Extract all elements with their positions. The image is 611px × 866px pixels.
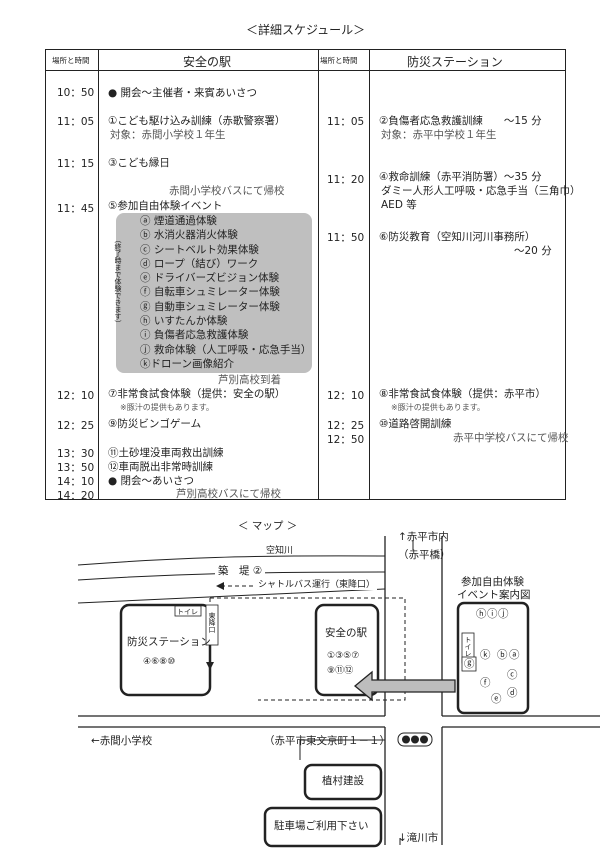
list-item: ⓔ ドライバーズビジョン体験 (140, 272, 280, 285)
list-item: ⓘ 負傷者応急救護体験 (140, 329, 249, 342)
list-item: ⓓ ロープ（結び）ワーク (140, 257, 259, 270)
station-bousai-title: 防災ステーション (127, 636, 211, 648)
station-anzen-title: 安全の駅 (325, 627, 367, 639)
event-sub: 対象：赤平中学校１年生 (381, 129, 497, 141)
north-direction: ↑赤平市内 (398, 531, 449, 543)
event-letter: ⓗ (476, 608, 487, 620)
station-anzen-numbers: ⑨⑪⑫ (327, 666, 354, 676)
header-venue-right: 防災ステーション (407, 55, 503, 69)
time: 12：50 (327, 434, 365, 446)
event-sub: ダミー人形人工呼吸・応急手当（三角巾） (381, 185, 581, 197)
event-text: ● 開会～主催者・来賓あいさつ (108, 87, 257, 99)
south-direction: ↓滝川市 (398, 832, 439, 844)
time: 14：20 (57, 490, 95, 502)
time: 12：10 (327, 390, 365, 402)
event-text: ⑧非常食試食体験（提供：赤平市） (379, 388, 546, 400)
event-sub: AED 等 (381, 199, 417, 211)
time: 14：10 (57, 476, 95, 488)
time: 10：50 (57, 87, 95, 99)
station-bousai-numbers: ④⑥⑧⑩ (143, 657, 176, 667)
experience-side-label: （終了時まで体験できます） (114, 236, 122, 327)
event-text: ⑪土砂埋没車両救出訓練 (108, 447, 224, 459)
event-sub: 対象：赤間小学校１年生 (110, 129, 226, 141)
time: 12：25 (327, 420, 365, 432)
time: 11：15 (57, 158, 95, 170)
exit-label: 東降口 (208, 612, 216, 633)
time: 11：05 (57, 116, 95, 128)
toilet-label: トイレ (177, 608, 198, 616)
event-letter: ⓙ (498, 608, 509, 620)
header-time-right: 場所と時間 (320, 56, 358, 65)
event-note: 芦別高校バスにて帰校 (176, 488, 281, 500)
event-letter: ⓓ (507, 687, 518, 699)
address-label: （赤平市東文京町１－１） (264, 735, 390, 747)
page-title: ＜詳細スケジュール＞ (246, 23, 366, 37)
event-text: ⑩道路啓開訓練 (379, 418, 452, 430)
list-item: ⓕ 自転車シュミレーター体験 (140, 286, 280, 299)
event-text: ⑦非常食試食体験（提供：安全の駅） (108, 388, 286, 400)
time: 11：50 (327, 232, 365, 244)
event-letter: ⓖ (464, 658, 475, 670)
time: 13：50 (57, 462, 95, 474)
experience-list: ⓐ 煙道通過体験 ⓑ 水消火器消火体験 ⓒ シートベルト効果体験 ⓓ ロープ（結… (140, 215, 311, 372)
parking-label: 駐車場ご利用下さい (274, 820, 369, 832)
event-note: 芦別高校到着 (218, 374, 281, 386)
event-letter: ⓘ (487, 608, 498, 620)
event-text: ⑥防災教育（空知川河川事務所） (379, 231, 536, 243)
list-item: ⓚドローン画像紹介 (140, 357, 234, 370)
schedule-table (45, 49, 566, 500)
time: 11：05 (327, 116, 365, 128)
event-text: ⑨防災ビンゴゲーム (108, 418, 202, 430)
event-sub: ～20 分 (514, 245, 552, 257)
river-label: 空知川 (266, 546, 294, 556)
event-toilet-label: トイレ (464, 636, 472, 657)
event-text: ②負傷者応急救護訓練 ～15 分 (379, 115, 542, 127)
list-item: ⓗ いすたんか体験 (140, 315, 228, 328)
list-item: ⓙ 救命体験（人工呼吸・応急手当） (140, 343, 312, 356)
time: 13：30 (57, 448, 95, 460)
event-letter: ⓐ (509, 649, 520, 661)
event-text: ⑤参加自由体験イベント (108, 200, 223, 212)
event-letter: ⓒ (507, 669, 518, 681)
event-letter: ⓕ (480, 677, 491, 689)
event-text: ④救命訓練（赤平消防署）～35 分 (379, 171, 542, 183)
list-item: ⓐ 煙道通過体験 (140, 215, 217, 227)
embankment-label: 築 堤 ② (215, 565, 266, 578)
time: 12：10 (57, 390, 95, 402)
experience-box (116, 213, 312, 373)
station-anzen-numbers: ①③⑤⑦ (327, 651, 360, 661)
map-title: ＜ マップ ＞ (238, 520, 298, 532)
list-item: ⓖ 自動車シュミレーター体験 (140, 300, 280, 313)
shuttle-label: シャトルバス運行（東降口） (256, 580, 378, 590)
event-note: 赤間小学校バスにて帰校 (169, 185, 285, 197)
list-item: ⓒ シートベルト効果体験 (140, 243, 259, 256)
time: 11：20 (327, 174, 365, 186)
event-small: ※豚汁の提供もあります。 (120, 403, 214, 412)
uemura-label: 植村建設 (322, 775, 364, 787)
event-note: 赤平中学校バスにて帰校 (453, 432, 569, 444)
event-text: ⑫車両脱出非常時訓練 (108, 461, 213, 473)
event-map-subtitle: イベント案内図 (457, 589, 531, 601)
event-map-title: 参加自由体験 (461, 576, 524, 588)
event-text: ①こども駆け込み訓練（赤歌警察署） (108, 115, 286, 127)
list-item: ⓑ 水消火器消火体験 (140, 229, 238, 242)
event-letter: ⓔ (491, 693, 502, 705)
time: 12：25 (57, 420, 95, 432)
header-venue-left: 安全の駅 (183, 55, 232, 69)
bridge-label: （赤平橋） (398, 549, 451, 561)
event-letter: ⓑ (497, 649, 508, 661)
event-letter: ⓚ (480, 649, 491, 661)
header-time-left: 場所と時間 (52, 56, 90, 65)
west-direction: ←赤間小学校 (91, 735, 153, 747)
event-text: ● 閉会～あいさつ (108, 475, 194, 487)
event-text: ③こども縁日 (108, 157, 170, 169)
event-small: ※豚汁の提供もあります。 (391, 403, 485, 412)
time: 11：45 (57, 203, 95, 215)
